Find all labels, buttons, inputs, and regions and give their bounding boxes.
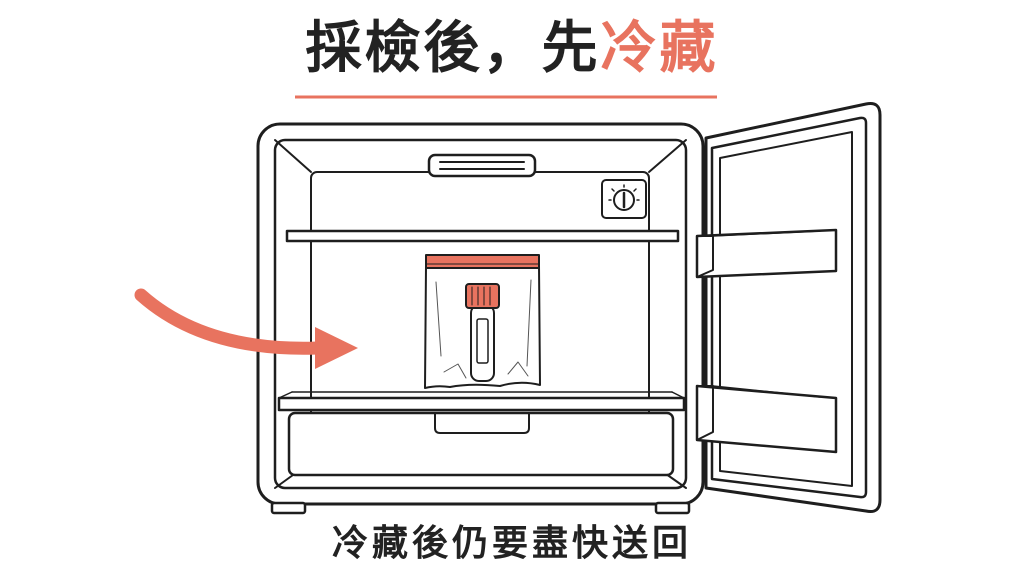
fridge-foot-left xyxy=(270,501,307,515)
fridge-inner-lining xyxy=(273,138,688,490)
curved-arrow-icon xyxy=(134,288,358,369)
door-shelf-upper xyxy=(695,228,838,279)
bag-zip-seal xyxy=(425,254,540,269)
fridge-foot-right xyxy=(654,501,691,515)
tube-label xyxy=(476,318,489,364)
fridge-door xyxy=(695,102,882,513)
ceiling-light xyxy=(427,153,537,178)
lower-shelf xyxy=(277,391,686,412)
tube-cap xyxy=(465,283,500,309)
page-title: 採檢後，先冷藏 xyxy=(0,14,1024,84)
title-main: 採檢後，先 xyxy=(305,16,601,81)
crisper-drawer xyxy=(287,411,675,477)
upper-shelf xyxy=(285,229,680,243)
door-shelf-lower xyxy=(695,384,838,454)
caption: 冷藏後仍要盡快送回 xyxy=(331,523,692,564)
specimen-tube xyxy=(465,283,500,382)
title-highlight: 冷藏 xyxy=(600,16,719,81)
specimen-bag-icon xyxy=(424,254,541,389)
thermostat-dial-icon xyxy=(601,179,647,219)
